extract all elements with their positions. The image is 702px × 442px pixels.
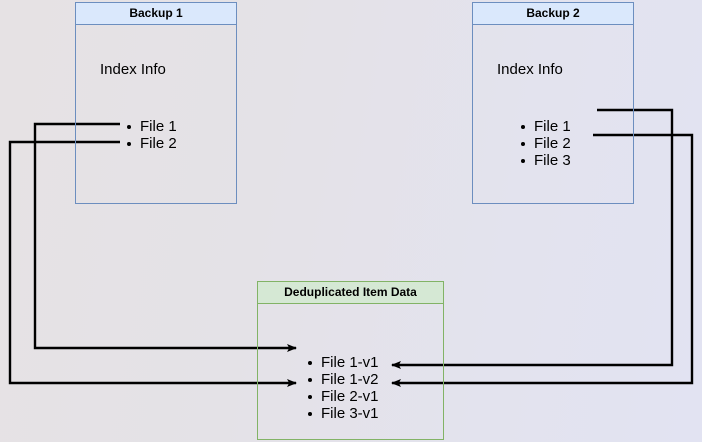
- node-backup-1-header: Backup 1: [76, 3, 236, 25]
- node-backup-1-caption: Index Info: [100, 61, 166, 78]
- list-item: File 3-v1: [306, 405, 379, 422]
- list-item: File 1-v2: [306, 371, 379, 388]
- node-deduplicated-item-data-body: File 1-v1 File 1-v2 File 2-v1 File 3-v1: [258, 304, 443, 439]
- node-backup-2-body: Index Info File 1 File 2 File 3: [473, 25, 633, 203]
- list-item: File 2: [519, 135, 571, 152]
- list-item: File 2-v1: [306, 388, 379, 405]
- list-item: File 1: [125, 118, 177, 135]
- list-item: File 1: [519, 118, 571, 135]
- node-deduplicated-item-data[interactable]: Deduplicated Item Data File 1-v1 File 1-…: [257, 281, 444, 440]
- node-backup-2-file-list: File 1 File 2 File 3: [519, 118, 571, 169]
- list-item: File 1-v1: [306, 354, 379, 371]
- node-backup-2-caption: Index Info: [497, 61, 563, 78]
- node-backup-2[interactable]: Backup 2 Index Info File 1 File 2 File 3: [472, 2, 634, 204]
- node-backup-1-file-list: File 1 File 2: [125, 118, 177, 152]
- node-deduplicated-item-data-file-list: File 1-v1 File 1-v2 File 2-v1 File 3-v1: [306, 354, 379, 422]
- list-item: File 3: [519, 152, 571, 169]
- node-backup-1[interactable]: Backup 1 Index Info File 1 File 2: [75, 2, 237, 204]
- node-deduplicated-item-data-header: Deduplicated Item Data: [258, 282, 443, 304]
- node-backup-1-body: Index Info File 1 File 2: [76, 25, 236, 203]
- node-backup-2-header: Backup 2: [473, 3, 633, 25]
- list-item: File 2: [125, 135, 177, 152]
